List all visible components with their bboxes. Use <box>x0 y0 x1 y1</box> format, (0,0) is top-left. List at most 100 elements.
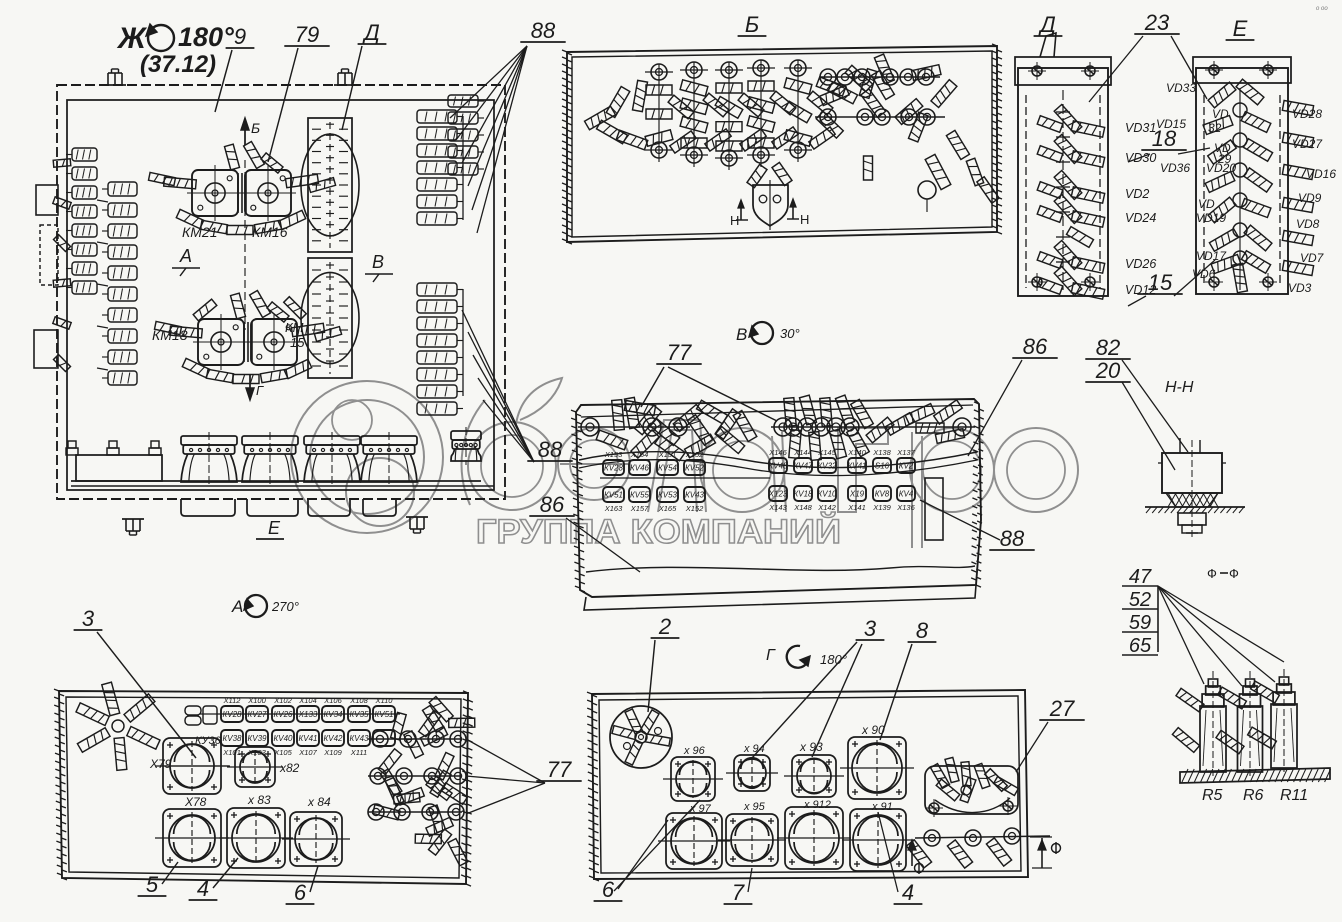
svg-text:Ж: Ж <box>116 22 148 55</box>
svg-text:X108: X108 <box>349 696 368 705</box>
svg-text:(37.12): (37.12) <box>140 51 216 78</box>
svg-text:180°: 180° <box>820 652 847 667</box>
svg-text:X123: X123 <box>768 490 788 499</box>
svg-text:VD15: VD15 <box>1156 117 1186 131</box>
svg-text:КV4: КV4 <box>899 490 914 499</box>
svg-text:x 94: x 94 <box>743 743 765 755</box>
svg-text:КV42: КV42 <box>324 734 344 743</box>
svg-text:H-H: H-H <box>1165 379 1194 396</box>
svg-text:X109: X109 <box>323 748 342 757</box>
svg-text:Е: Е <box>268 518 281 538</box>
svg-text:А: А <box>231 597 243 616</box>
svg-text:КV51: КV51 <box>604 491 623 500</box>
svg-text:Ф: Ф <box>1207 566 1217 581</box>
svg-text:x 90: x 90 <box>861 723 885 737</box>
svg-text:Г: Г <box>256 383 264 398</box>
svg-text:x 95: x 95 <box>743 801 766 813</box>
svg-text:x 91: x 91 <box>871 801 893 813</box>
svg-text:X139: X139 <box>872 503 891 512</box>
svg-text:88: 88 <box>531 18 556 43</box>
svg-text:VD17: VD17 <box>1196 249 1227 263</box>
svg-text:H: H <box>730 213 739 228</box>
svg-text:52: 52 <box>1129 589 1151 611</box>
svg-text:X163: X163 <box>604 504 623 513</box>
svg-text:x82: x82 <box>279 761 300 775</box>
svg-text:VD7: VD7 <box>1300 251 1325 265</box>
svg-text:4: 4 <box>902 880 914 905</box>
svg-text:X148: X148 <box>793 503 812 512</box>
svg-text:X142: X142 <box>817 503 836 512</box>
svg-text:E: E <box>1233 16 1248 41</box>
svg-text:VD26: VD26 <box>1125 257 1156 271</box>
svg-text:VD27: VD27 <box>1292 137 1323 151</box>
svg-text:S16: S16 <box>875 462 890 471</box>
svg-text:VD20: VD20 <box>1206 161 1236 175</box>
svg-text:X153: X153 <box>604 450 623 459</box>
svg-text:VD28: VD28 <box>1292 107 1322 121</box>
svg-text:79: 79 <box>295 22 319 47</box>
svg-text:X19: X19 <box>849 490 865 499</box>
svg-text:18: 18 <box>1152 126 1177 151</box>
svg-text:4: 4 <box>197 876 209 901</box>
svg-text:Б: Б <box>745 12 759 37</box>
svg-text:86: 86 <box>1023 334 1048 359</box>
svg-text:9: 9 <box>234 24 246 49</box>
svg-text:x 83: x 83 <box>247 793 271 807</box>
svg-text:180°: 180° <box>178 22 234 52</box>
svg-text:X152: X152 <box>685 504 704 513</box>
svg-text:VD31: VD31 <box>1125 121 1156 135</box>
svg-text:X106: X106 <box>323 696 342 705</box>
svg-text:КМ21: КМ21 <box>182 224 218 240</box>
svg-text:Б: Б <box>251 120 260 136</box>
svg-text:29: 29 <box>1217 152 1232 166</box>
svg-text:VD: VD <box>1214 141 1231 155</box>
svg-text:x 93: x 93 <box>799 740 823 754</box>
svg-text:32: 32 <box>1208 121 1222 135</box>
svg-text:КV55: КV55 <box>630 491 650 500</box>
svg-text:X140: X140 <box>847 448 866 457</box>
svg-text:2: 2 <box>658 614 671 639</box>
svg-text:КV41: КV41 <box>299 734 318 743</box>
svg-text:КV41: КV41 <box>848 462 867 471</box>
svg-text:X157: X157 <box>630 504 649 513</box>
svg-text:X104: X104 <box>298 696 317 705</box>
svg-text:о оо: о оо <box>1316 6 1328 12</box>
svg-text:X146: X146 <box>768 448 787 457</box>
svg-text:КV18: КV18 <box>794 490 814 499</box>
svg-text:КV8: КV8 <box>875 490 890 499</box>
svg-text:20: 20 <box>1095 358 1121 383</box>
svg-text:X136: X136 <box>896 503 915 512</box>
svg-text:X137: X137 <box>896 448 915 457</box>
svg-text:3: 3 <box>82 606 95 631</box>
svg-text:5: 5 <box>146 872 159 897</box>
svg-text:КV38: КV38 <box>223 734 243 743</box>
svg-text:R6: R6 <box>1243 787 1264 804</box>
svg-text:X110: X110 <box>375 696 394 705</box>
svg-text:6: 6 <box>294 880 307 905</box>
svg-text:x 84: x 84 <box>307 795 331 809</box>
svg-text:R5: R5 <box>1202 787 1223 804</box>
svg-text:КV54: КV54 <box>658 464 678 473</box>
svg-text:65: 65 <box>1129 635 1152 657</box>
svg-text:КV39: КV39 <box>248 734 268 743</box>
svg-text:КМ18: КМ18 <box>152 327 188 343</box>
svg-text:X78: X78 <box>184 795 207 809</box>
svg-text:X138: X138 <box>872 448 891 457</box>
svg-text:VD3: VD3 <box>1288 281 1312 295</box>
svg-text:VD8: VD8 <box>1296 217 1320 231</box>
svg-text:H: H <box>800 212 809 227</box>
svg-text:КV43: КV43 <box>685 491 705 500</box>
svg-text:X111: X111 <box>350 748 367 757</box>
svg-text:X100: X100 <box>247 696 266 705</box>
svg-text:R11: R11 <box>1280 787 1308 804</box>
svg-text:КV40: КV40 <box>274 734 294 743</box>
svg-text:VD9: VD9 <box>1298 191 1322 205</box>
svg-text:Д: Д <box>1037 12 1056 37</box>
svg-text:КV32: КV32 <box>818 462 838 471</box>
svg-text:59: 59 <box>1129 612 1151 634</box>
svg-text:X143: X143 <box>768 503 787 512</box>
svg-text:88: 88 <box>538 437 563 462</box>
svg-text:86: 86 <box>540 492 565 517</box>
svg-text:X105: X105 <box>273 748 292 757</box>
svg-text:82: 82 <box>1096 335 1120 360</box>
